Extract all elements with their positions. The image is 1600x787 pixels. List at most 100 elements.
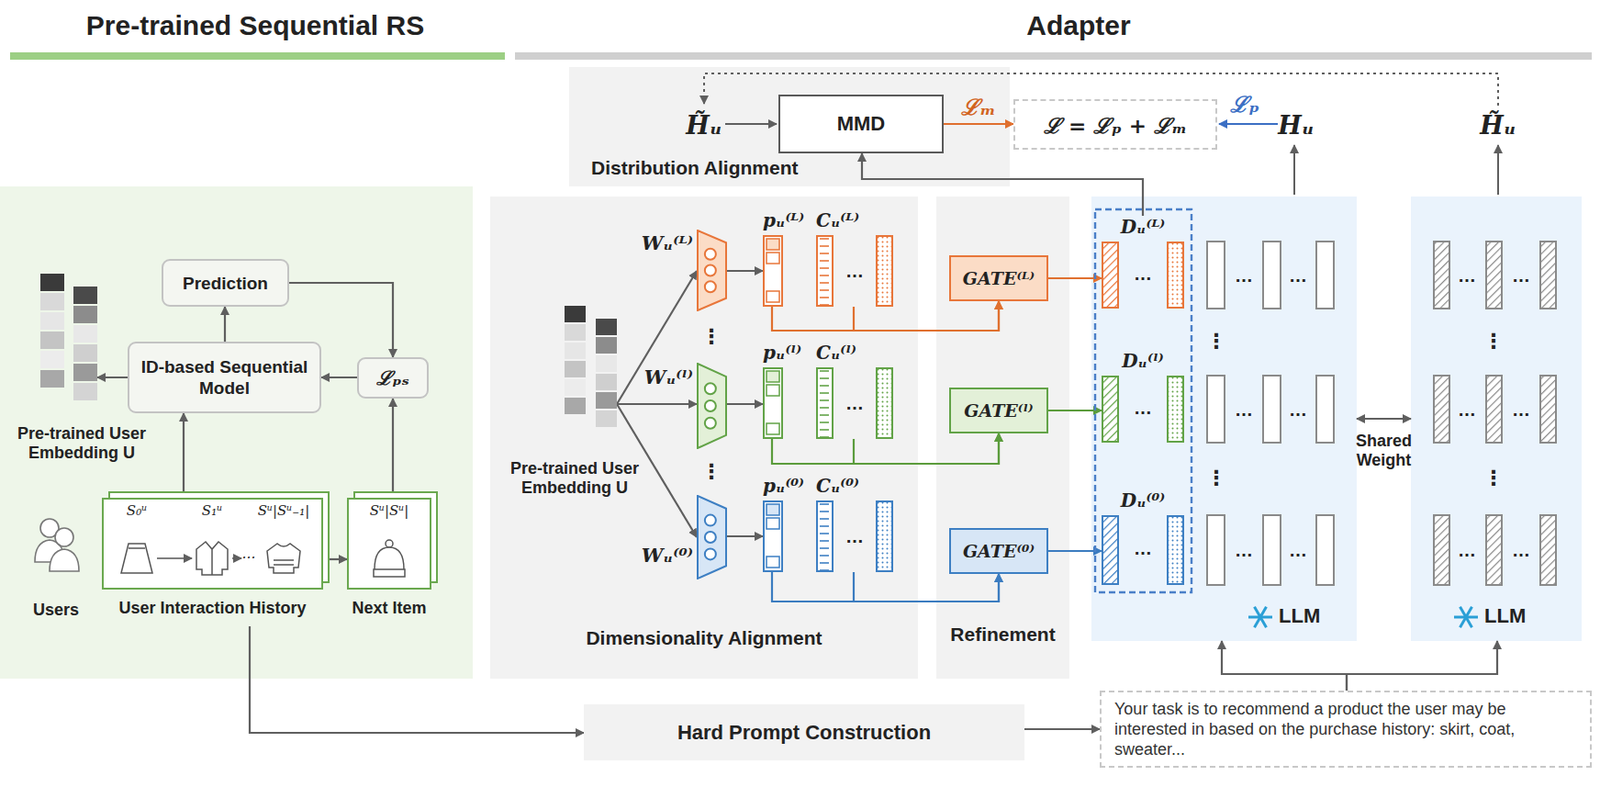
section-heading: Pre-trained Sequential RS (86, 10, 425, 42)
vector-group: Cᵤ⁽⁰⁾… (816, 474, 894, 572)
token-column (1207, 241, 1225, 309)
vector-cell (766, 290, 780, 303)
item-label: S₁ᵘ (201, 502, 223, 519)
connector (616, 270, 697, 404)
node-graphic (1091, 196, 1357, 641)
node-graphic (696, 229, 728, 312)
embedding-cell (73, 382, 98, 401)
node-graphic (1410, 196, 1582, 641)
connector (853, 301, 999, 331)
context-vector (816, 235, 833, 306)
text-box: Your task is to recommend a product the … (1099, 690, 1592, 768)
context-vector (876, 235, 893, 306)
sequence-frame: S₀ᵘS₁ᵘ…Sᵘ|Sᵘ₋₁| (101, 497, 324, 590)
soft-prompt (1102, 242, 1119, 308)
soft-prompt (1167, 515, 1184, 584)
embedding-cell (40, 292, 65, 311)
token-column (1486, 375, 1502, 443)
vector-outline (763, 368, 783, 438)
context-vector (816, 501, 833, 571)
vector-group: Dᵤ⁽ˡ⁾… (1101, 349, 1185, 443)
vector-label: Cᵤ⁽⁰⁾ (816, 474, 860, 497)
annotation: ⋮ (1483, 331, 1504, 352)
embedding-cell (73, 324, 98, 343)
head (55, 527, 74, 547)
embedding-caption: Pre-trained User Embedding U (496, 458, 653, 498)
annotation: … (1234, 539, 1254, 561)
process-box: ID-based Sequential Model (127, 341, 322, 414)
gate-text: GATE⁽ˡ⁾ (963, 400, 1033, 421)
soft-prompt (1167, 376, 1184, 442)
embedding-cell (595, 336, 617, 354)
vector-label: Dᵤ⁽ᴸ⁾ (1101, 215, 1185, 238)
panel-region: Dimensionality Alignment Pre-trained User… (490, 196, 918, 679)
vector-group: Dᵤ⁽⁰⁾… (1101, 489, 1185, 585)
llm-panel: LLMDᵤ⁽ᴸ⁾…Dᵤ⁽ˡ⁾…Dᵤ⁽⁰⁾… (1091, 196, 1357, 641)
token-column (1263, 514, 1281, 585)
neuron (704, 382, 717, 394)
weight-label: Wᵤ⁽ᴸ⁾ (641, 231, 694, 255)
neuron (704, 417, 717, 429)
connector (1346, 640, 1498, 691)
annotation: ⋮ (1206, 468, 1227, 489)
embedding-cell (595, 410, 617, 427)
connector (727, 269, 763, 272)
token-column (1540, 375, 1556, 443)
projection: Wᵤ⁽ˡ⁾ (696, 362, 728, 449)
embedding-cell (595, 318, 617, 336)
ellipsis: … (845, 392, 864, 414)
ellipsis: … (1133, 263, 1153, 285)
annotation: Hᵤ (1277, 111, 1315, 140)
caption: User Interaction History (101, 598, 324, 618)
coat-icon (196, 541, 228, 575)
dashed-frame (1095, 209, 1192, 593)
process-box: Hard Prompt Construction (583, 704, 1025, 761)
sweater-icon (267, 543, 301, 573)
arrow (1293, 145, 1296, 195)
token-column (1486, 514, 1502, 585)
context-vector (876, 501, 893, 571)
connector (1048, 549, 1102, 552)
annotation: … (1511, 265, 1531, 287)
vector-cell (766, 238, 780, 250)
frozen-icon (1254, 606, 1267, 628)
vector-cell (766, 556, 780, 568)
connector (1024, 727, 1100, 730)
token-column (1316, 375, 1334, 443)
sequence-box: S₀ᵘS₁ᵘ…Sᵘ|Sᵘ₋₁| User Interaction History (101, 497, 324, 627)
annotation: H̃ᵤ (1479, 111, 1517, 140)
token-column (1540, 241, 1556, 309)
llm-panel: LLM (1410, 196, 1582, 641)
llm-title: LLM (1484, 604, 1526, 628)
trapezoid (697, 495, 727, 579)
token-column (1207, 375, 1225, 443)
embedding: Pre-trained User Embedding U (40, 273, 98, 406)
vector-outline (763, 235, 783, 306)
hat-icon (373, 547, 405, 577)
node-graphic (564, 305, 617, 435)
panel-title: Dimensionality Alignment (490, 626, 918, 649)
annotation: ⋮ (1206, 331, 1227, 352)
embedding-cell (40, 369, 65, 388)
vector-cell (766, 384, 780, 396)
annotation: ⋮ (701, 326, 722, 347)
gate-text: GATE⁽ᴸ⁾ (962, 268, 1035, 289)
process-box-text: Hard Prompt Construction (677, 720, 931, 745)
gate-box: GATE⁽ˡ⁾ (949, 387, 1049, 434)
connector (943, 123, 1014, 125)
process-box: MMD (778, 94, 944, 154)
context-vector (876, 368, 893, 438)
annotation: ℒₚ (1230, 88, 1260, 119)
vector-label: pᵤ⁽ˡ⁾ (762, 341, 802, 364)
neuron (704, 400, 717, 412)
gate-box: GATE⁽ᴸ⁾ (949, 255, 1049, 302)
item-label: Sᵘ|Sᵘ₋₁| (257, 502, 311, 519)
vector-label: Dᵤ⁽⁰⁾ (1101, 489, 1185, 512)
loss-box-text: ℒ = ℒₚ + ℒₘ (1043, 110, 1187, 140)
node-graphic (696, 494, 728, 580)
process-box-text: Prediction (182, 272, 269, 294)
annotation: … (1457, 265, 1477, 287)
process-box-text: MMD (837, 111, 886, 136)
annotation: … (1288, 265, 1308, 287)
